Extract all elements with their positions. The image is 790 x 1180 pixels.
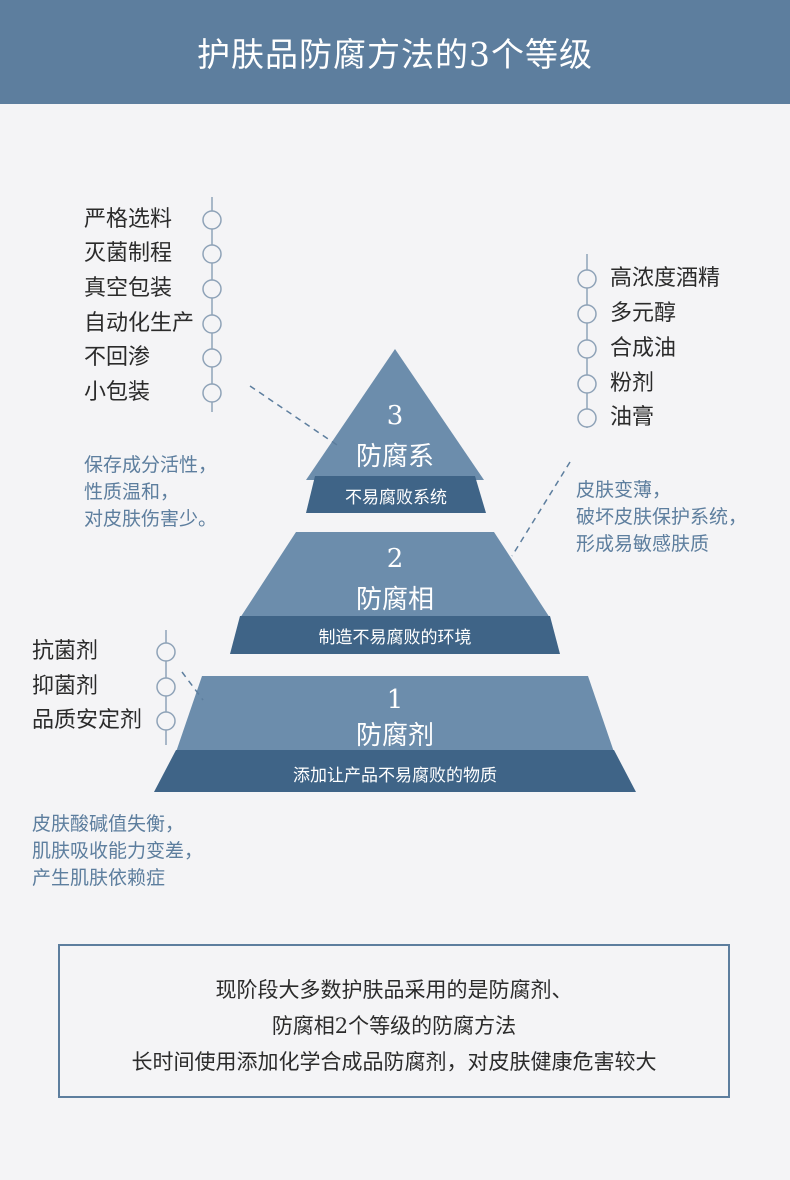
level-1-number: 1: [386, 685, 404, 715]
level-2-band-text: 制造不易腐败的环境: [318, 628, 472, 648]
level3-list-dot: [202, 279, 222, 299]
level2-method-item: 高浓度酒精: [610, 266, 721, 291]
level3-list-dot: [202, 314, 222, 334]
level3-dashed-connector: [249, 385, 341, 448]
level1-list-dot: [156, 677, 176, 697]
level2-list-dot: [577, 304, 597, 324]
level3-method-item: 灭菌制程: [84, 241, 173, 266]
level3-method-item: 小包装: [84, 380, 151, 405]
summary-line: 现阶段大多数护肤品采用的是防腐剂、: [215, 978, 573, 1002]
level2-note-line: 皮肤变薄，: [576, 479, 672, 501]
level3-method-item: 自动化生产: [84, 311, 195, 336]
level-3-name: 防腐系: [355, 442, 434, 472]
level-2-number: 2: [386, 544, 404, 574]
level2-method-item: 油膏: [610, 405, 655, 430]
level-3-band-text: 不易腐败系统: [345, 488, 447, 508]
level1-note-line: 产生肌肤依赖症: [32, 867, 166, 889]
summary-line: 防腐相2个等级的防腐方法: [271, 1014, 517, 1038]
level3-list-dot: [202, 210, 222, 230]
level3-list-dot: [202, 244, 222, 264]
level-1-band-text: 添加让产品不易腐败的物质: [293, 766, 497, 786]
level1-method-item: 抑菌剂: [32, 674, 99, 699]
summary-box: 现阶段大多数护肤品采用的是防腐剂、 防腐相2个等级的防腐方法 长时间使用添加化学…: [58, 944, 730, 1098]
level2-note-line: 形成易敏感肤质: [576, 533, 710, 555]
level2-list-dot: [577, 374, 597, 394]
level2-method-item: 合成油: [610, 336, 677, 361]
level2-method-item: 粉剂: [610, 371, 655, 396]
level3-list-dot: [202, 348, 222, 368]
level1-note-line: 皮肤酸碱值失衡，: [32, 813, 185, 835]
level-1-name: 防腐剂: [355, 721, 434, 751]
level2-list-dot: [577, 339, 597, 359]
header-banner: 护肤品防腐方法的3个等级: [0, 0, 790, 104]
level1-list-dot: [156, 642, 176, 662]
level1-list-dot: [156, 711, 176, 731]
level2-list-dot: [577, 408, 597, 428]
level2-list-dot: [577, 269, 597, 289]
level3-note-line: 保存成分活性，: [84, 454, 218, 476]
pyramid-tier-3-band: [306, 476, 486, 513]
level2-dashed-connector: [511, 461, 571, 557]
level3-method-item: 不回渗: [84, 345, 151, 370]
level3-method-item: 真空包装: [84, 276, 173, 301]
level3-list-dot: [202, 383, 222, 403]
level-3-number: 3: [386, 401, 404, 431]
level3-note-line: 性质温和，: [84, 481, 180, 503]
pyramid-tier-1: [176, 676, 614, 752]
pyramid-tier-2: [240, 532, 550, 618]
level2-method-item: 多元醇: [610, 301, 677, 326]
level-2-name: 防腐相: [355, 585, 434, 615]
level1-dashed-connector: [181, 671, 204, 701]
level1-note-line: 肌肤吸收能力变差，: [32, 840, 204, 862]
level3-method-item: 严格选料: [84, 207, 173, 232]
level1-method-item: 品质安定剂: [32, 708, 143, 733]
summary-line: 长时间使用添加化学合成品防腐剂，对皮肤健康危害较大: [131, 1050, 657, 1074]
level1-method-item: 抗菌剂: [32, 639, 99, 664]
level2-note-line: 破坏皮肤保护系统，: [576, 506, 748, 528]
pyramid-tier-1-band: [154, 750, 636, 792]
pyramid-tier-2-band: [230, 616, 560, 654]
level3-note-line: 对皮肤伤害少。: [84, 508, 218, 530]
page-title: 护肤品防腐方法的3个等级: [197, 35, 593, 74]
pyramid-tier-3: [306, 349, 484, 480]
